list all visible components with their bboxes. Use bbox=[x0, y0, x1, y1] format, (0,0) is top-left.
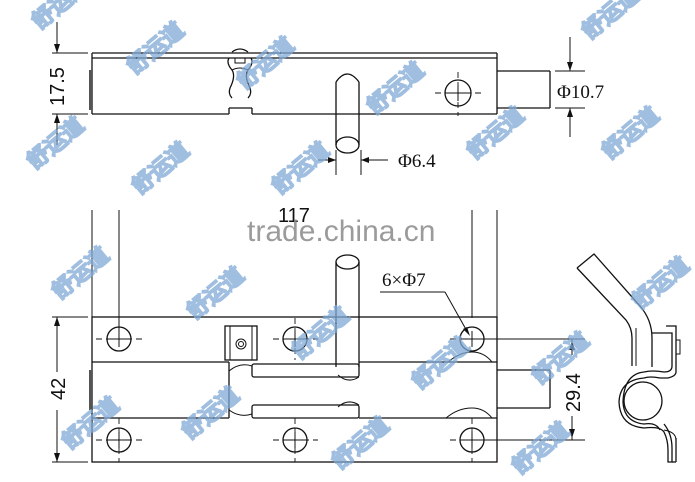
brand-watermark: 舒运道 bbox=[27, 0, 94, 35]
watermark-layer: trade.china.cn 舒运道 舒运道 舒运道 舒运道 舒运道 舒运道 舒… bbox=[21, 0, 695, 480]
side-view bbox=[576, 253, 681, 463]
brand-watermark: 舒运道 bbox=[577, 0, 644, 45]
dim-plate-height: 42 bbox=[48, 378, 70, 400]
brand-watermark: 舒运道 bbox=[407, 332, 474, 394]
screw-hole-2 bbox=[273, 318, 318, 360]
brand-watermark: 舒运道 bbox=[182, 262, 249, 324]
brand-watermark: 舒运道 bbox=[287, 302, 354, 364]
brand-watermark: 舒运道 bbox=[122, 17, 189, 79]
screw-hole-6 bbox=[445, 407, 494, 462]
brand-watermark: 舒运道 bbox=[47, 242, 114, 304]
front-view: 117 42 bbox=[48, 205, 585, 463]
brand-watermark: 舒运道 bbox=[327, 412, 394, 474]
dim-hole-spec: 6×Φ7 bbox=[382, 270, 426, 291]
site-watermark: trade.china.cn bbox=[247, 215, 435, 248]
dim-body-thickness: 17.5 bbox=[47, 67, 69, 106]
brand-watermark: 舒运道 bbox=[362, 57, 429, 119]
screw-hole-1 bbox=[96, 326, 142, 352]
brand-watermark: 舒运道 bbox=[597, 102, 664, 164]
dim-hole-spacing: 29.4 bbox=[563, 373, 585, 412]
brand-watermark: 舒运道 bbox=[462, 102, 529, 164]
dim-handle-diameter: Φ6.4 bbox=[398, 151, 436, 172]
dim-overall-length: 117 bbox=[278, 205, 310, 227]
screw-hole-5 bbox=[273, 418, 318, 462]
screw-hole-4 bbox=[96, 418, 142, 462]
brand-watermark: 舒运道 bbox=[507, 417, 574, 479]
top-view: 17.5 bbox=[47, 22, 604, 175]
brand-watermark: 舒运道 bbox=[627, 252, 694, 314]
dim-bolt-diameter: Φ10.7 bbox=[557, 82, 604, 103]
brand-watermark: 舒运道 bbox=[127, 137, 194, 199]
brand-watermark: 舒运道 bbox=[267, 137, 334, 199]
